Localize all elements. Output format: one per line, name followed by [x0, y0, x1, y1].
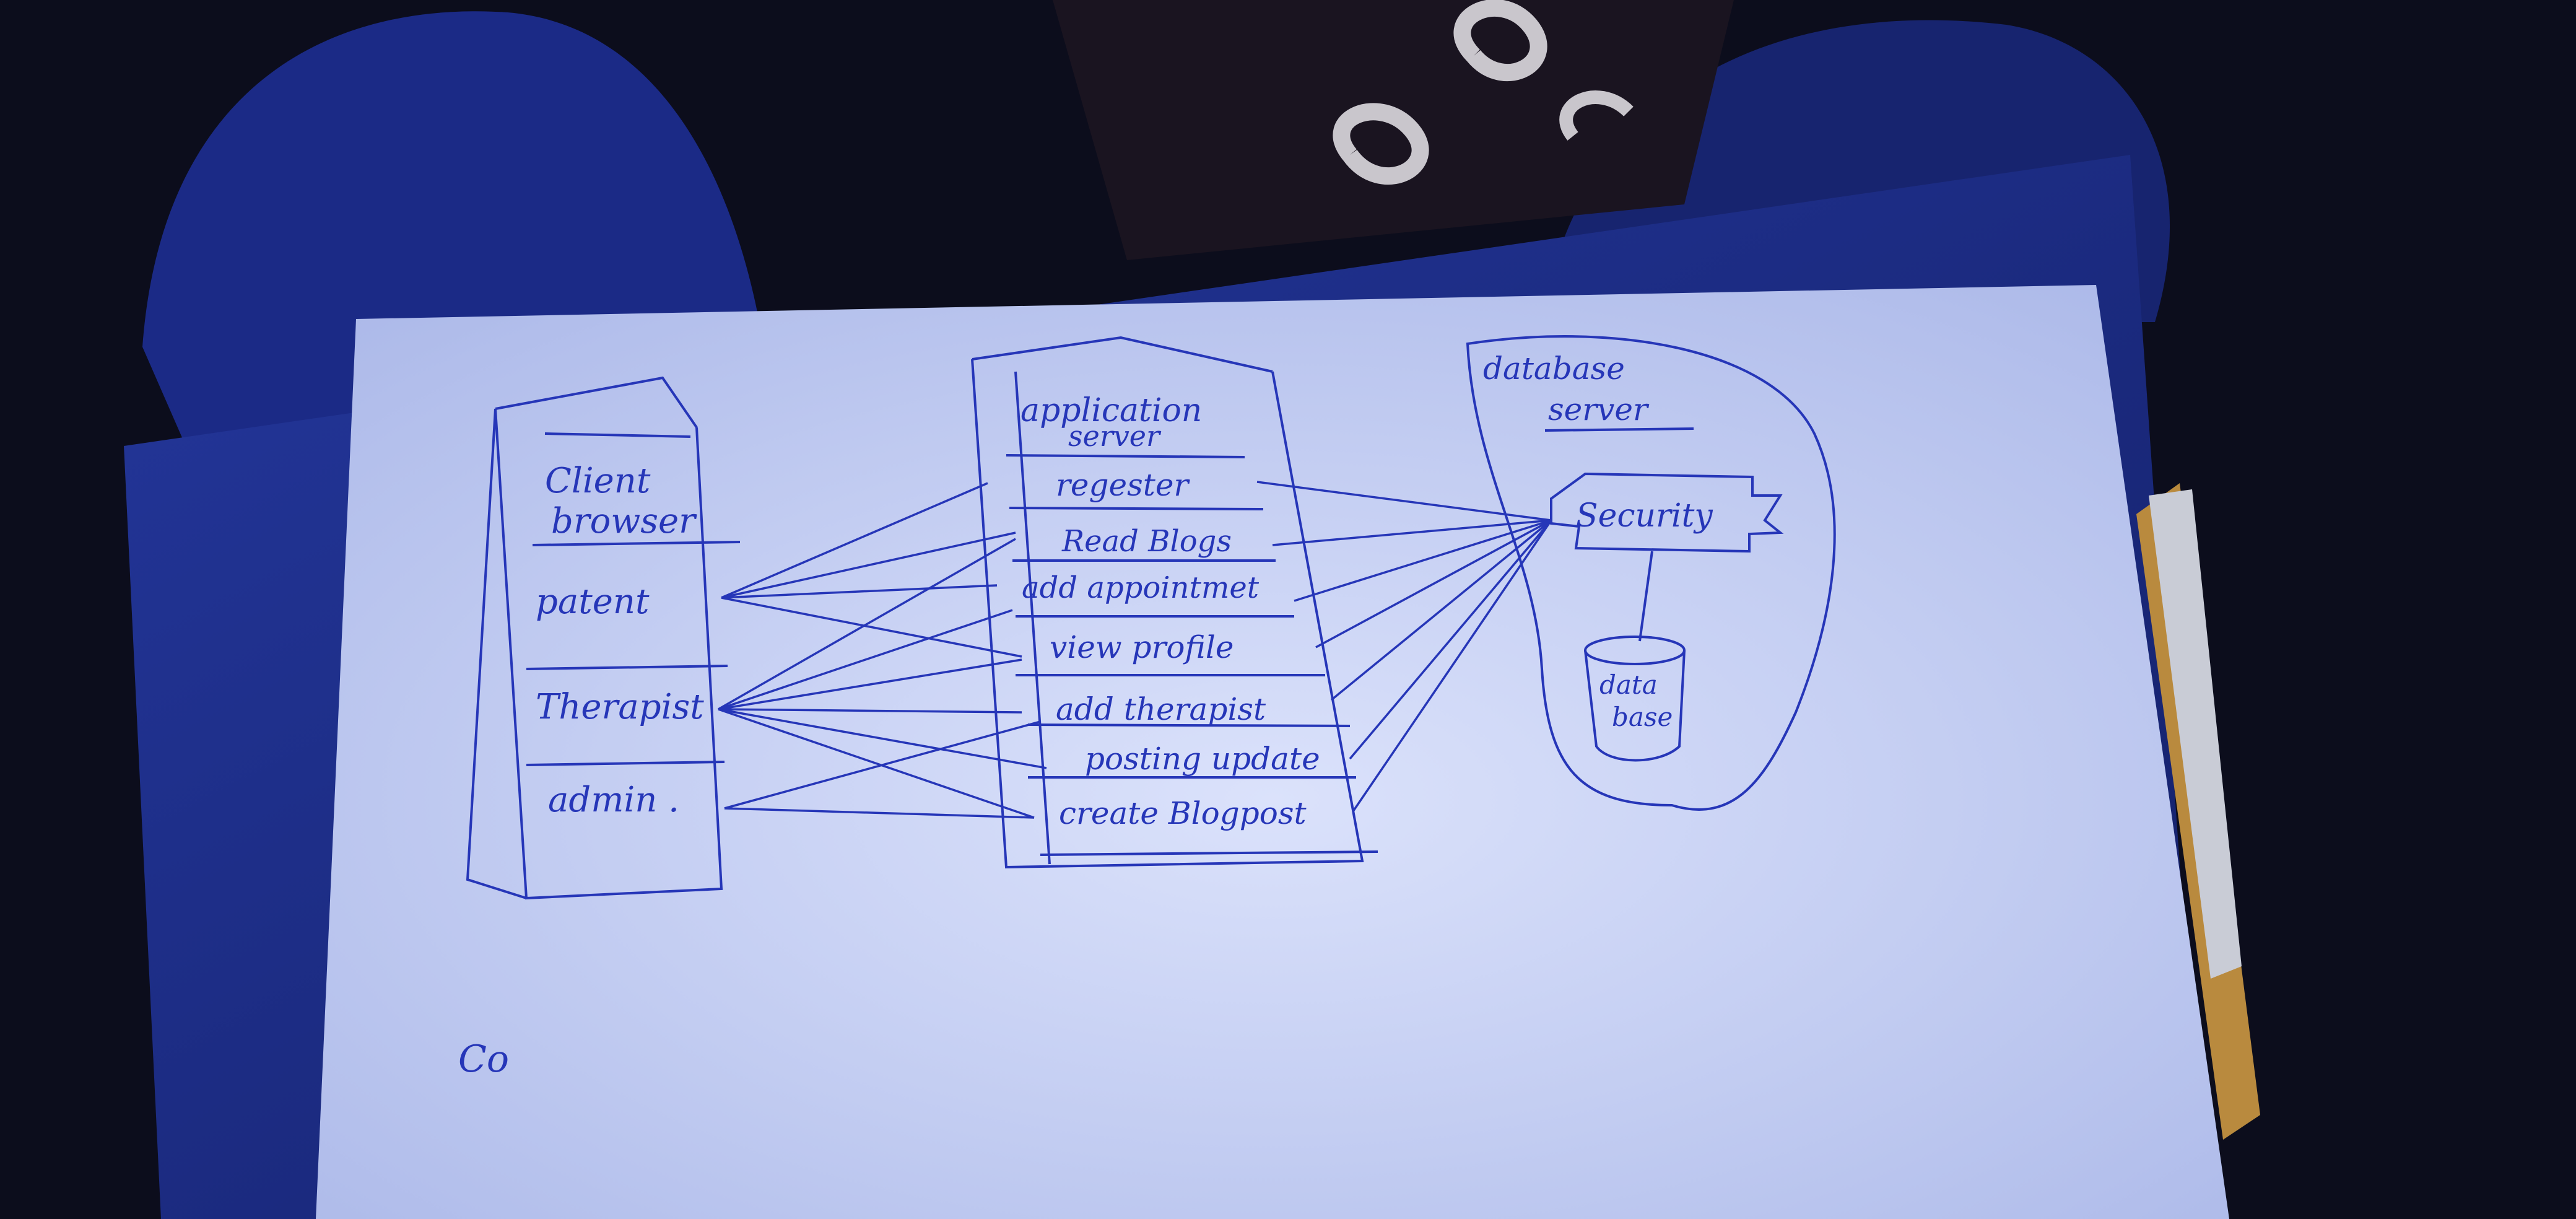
database-label-2: base [1612, 702, 1673, 732]
client-browser-title-1: Client [545, 461, 651, 501]
security-to-database-line [1638, 551, 1653, 642]
application-server-box [971, 336, 1378, 869]
feature-add-therapist: add therapist [1056, 691, 1266, 727]
cloth-swirl-1 [1453, 0, 1547, 81]
cloth-swirl-2 [1333, 103, 1429, 185]
actor-admin: admin . [548, 780, 679, 820]
actor-therapist: Therapist [536, 687, 704, 727]
pen-clip [2149, 489, 2242, 979]
feature-view-profile: view profile [1050, 629, 1234, 665]
scroll-banner-icon [1550, 472, 1784, 553]
database-server-title-2: server [1548, 391, 1650, 427]
feature-add-appointment: add appointmet [1022, 570, 1260, 605]
app-to-security-connectors [1256, 481, 1552, 812]
database-server-title-underline [1544, 427, 1694, 432]
cylinder-icon [1584, 636, 1686, 762]
security-label: Security [1576, 497, 1713, 535]
actor-patient: patent [536, 582, 650, 622]
client-browser-box [466, 376, 741, 900]
feature-posting-update: posting update [1085, 741, 1320, 777]
margin-note: Co [458, 1038, 509, 1081]
cloth-swirl-3 [1559, 90, 1634, 141]
patterned-cloth [1053, 0, 1734, 260]
client-browser-title-2: browser [551, 501, 697, 541]
feature-create-blogpost: create Blogpost [1059, 795, 1307, 831]
feature-register: regester [1056, 467, 1190, 503]
application-server-title-1: application [1020, 392, 1202, 429]
feature-read-blogs: Read Blogs [1061, 524, 1232, 559]
database-server-title-1: database [1483, 351, 1625, 387]
database-label-1: data [1599, 670, 1658, 700]
application-server-title-2: server [1068, 419, 1162, 453]
paper-sheet [316, 285, 2229, 1219]
client-to-app-connectors [718, 482, 1047, 819]
database-server-cloud [1466, 335, 1836, 811]
